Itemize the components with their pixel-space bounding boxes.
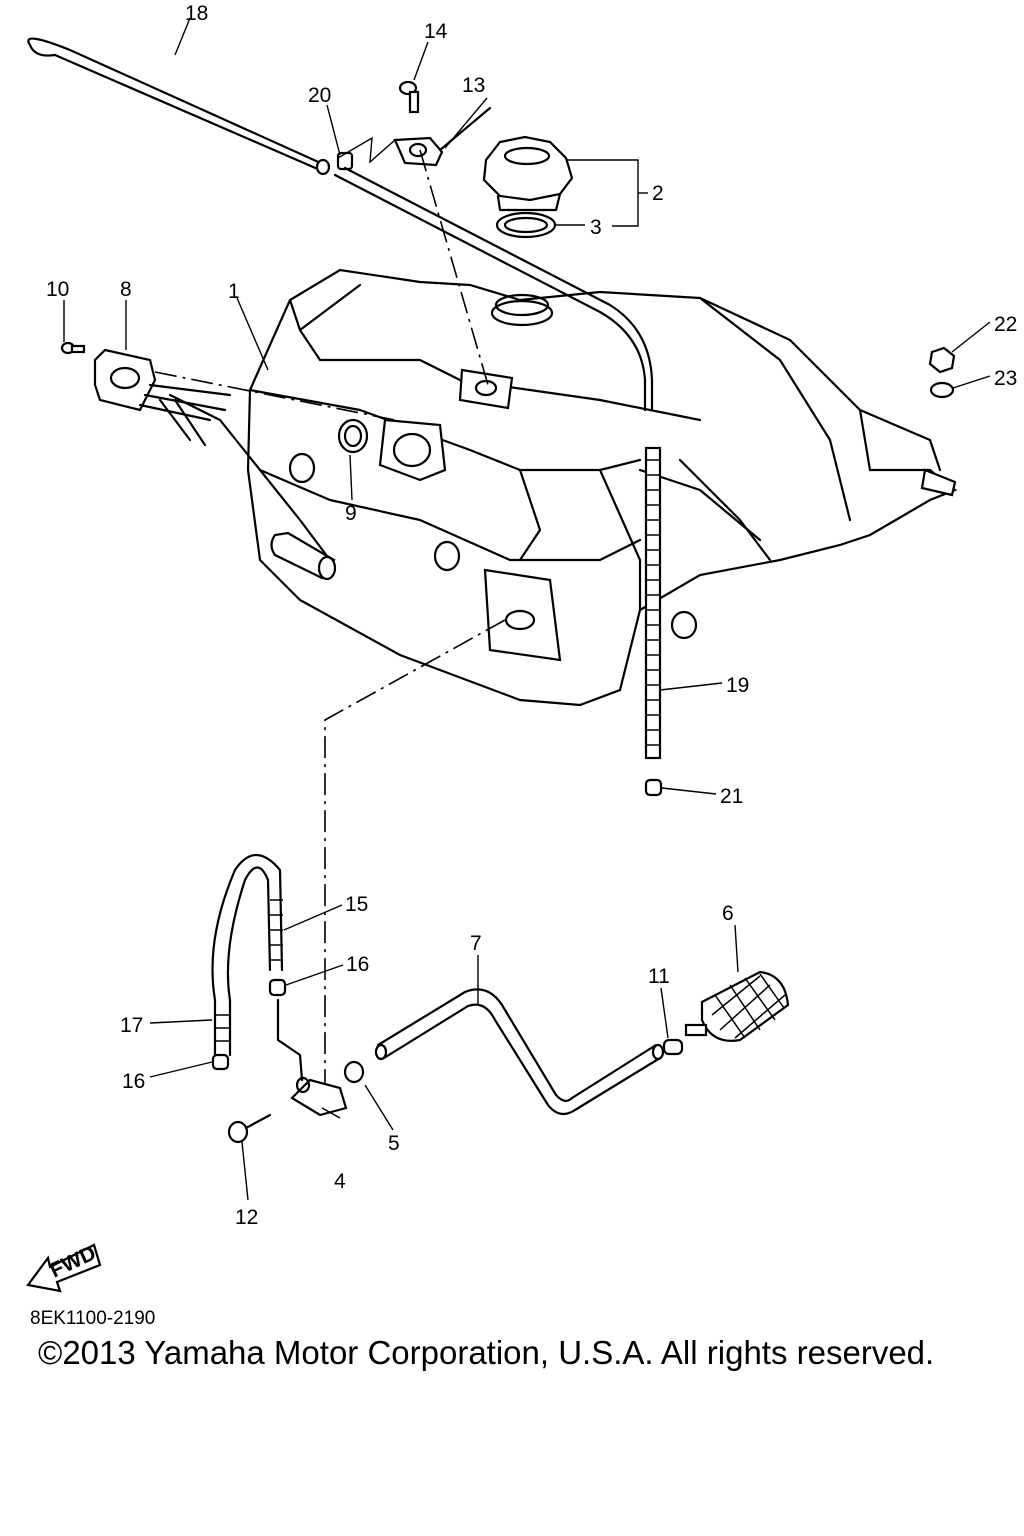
callout-23: 23 [994,367,1017,390]
callout-4: 4 [334,1170,346,1193]
callout-15: 15 [345,893,368,916]
callout-1: 1 [228,280,240,303]
callout-6: 6 [722,902,734,925]
drawing-code: 8EK1100-2190 [30,1308,156,1329]
callout-10: 10 [46,278,69,301]
callout-17: 17 [120,1014,143,1037]
callout-21: 21 [720,785,743,808]
callout-19: 19 [726,674,749,697]
bracket-screw [60,341,86,355]
callout-9: 9 [345,502,357,525]
callout-16a: 16 [346,953,369,976]
alignment-lines [154,149,506,1085]
screw [398,80,420,114]
filter-clip [662,1038,684,1056]
filter-hose [374,988,665,1116]
callout-22: 22 [994,313,1017,336]
callout-18: 18 [185,2,208,25]
fuel-hose [211,854,284,1057]
union [343,1060,365,1084]
pump-bracket [93,348,332,562]
copyright-notice: ©2013 Yamaha Motor Corporation, U.S.A. A… [38,1334,935,1371]
callout-3: 3 [590,216,602,239]
hose-clip-16a [268,978,287,997]
leader-lines [63,17,991,1201]
callout-14: 14 [424,20,448,43]
callout-bracket-20 [337,136,396,164]
nut [928,346,956,374]
callout-11: 11 [648,965,670,988]
callout-5: 5 [388,1132,400,1155]
cap-gasket [495,211,557,239]
callout-2: 2 [652,182,664,205]
callout-16b: 16 [122,1070,145,1093]
callout-12: 12 [235,1206,258,1229]
fuel-pump [270,531,337,581]
fuel-cock [276,998,348,1117]
callout-13: 13 [462,74,485,97]
fuel-filter [684,970,790,1042]
overflow-hose [27,37,331,176]
washer [929,381,955,399]
hose-clip-16b [211,1053,230,1071]
hose-clip [336,151,354,171]
callout-bracket-2-3 [556,159,648,227]
pump-seal [337,418,369,454]
hose-clip-lower [644,778,663,797]
fwd-arrow: FWD [26,1241,102,1293]
callout-8: 8 [120,278,132,301]
cock-screw [227,1113,272,1144]
fuel-tank [246,268,958,707]
fuel-cap [482,135,574,212]
callout-20: 20 [308,84,331,107]
vent-fitting [393,106,492,167]
callout-7: 7 [470,932,482,955]
callouts: 1 2 3 4 5 6 7 8 9 10 11 12 13 14 15 16 1… [46,2,1017,1229]
breather-hose [333,166,662,760]
